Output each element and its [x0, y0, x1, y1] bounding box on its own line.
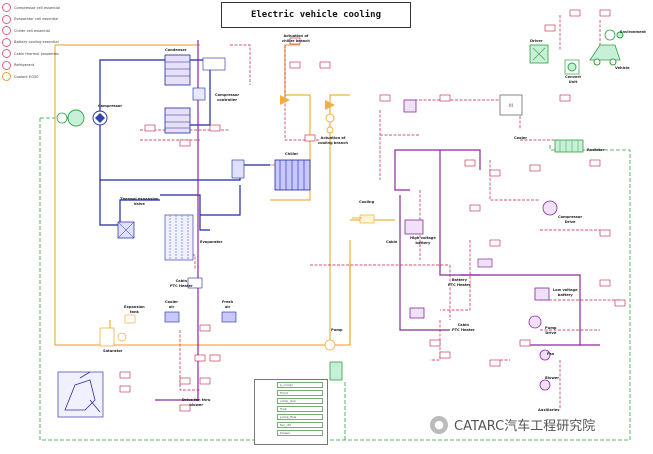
label-vehicle: Vehicle — [615, 66, 630, 70]
legend-item: Chiller cell essential — [2, 25, 72, 37]
legend-dot-icon — [2, 49, 11, 59]
refrigerant-block-icon — [164, 87, 206, 134]
vehicle-icon — [589, 44, 621, 66]
label-cabin-ptc-right: Cabin PTC Heater — [452, 323, 475, 332]
refrigerant-loop — [60, 59, 270, 231]
label-compressor-drive: Compressor Drive — [558, 215, 583, 224]
label-actuation-cooling: Actuation of cooling branch — [318, 136, 348, 145]
legend-dot-icon — [2, 3, 11, 13]
legend-item: Coolant EG50 — [2, 71, 72, 83]
control-panel: p_compr Tcmd comp_rpm Tcab pump_flow fan… — [254, 379, 328, 445]
svg-text:III: III — [509, 103, 513, 108]
electric-loop — [155, 40, 600, 401]
driver-icon — [529, 44, 549, 64]
label-expansion-tank: Expansion tank — [124, 305, 145, 314]
control-panel-row: blower — [277, 430, 323, 436]
watermark-text: CATARC汽车工程研究院 — [454, 419, 596, 434]
control-panel-row: pump_flow — [277, 414, 323, 420]
cabin-sketch-icon — [57, 371, 104, 418]
control-panel-row: Tcab — [277, 406, 323, 412]
label-cooler-air: Cooler air — [165, 300, 179, 309]
legend-dot-icon — [2, 37, 11, 47]
label-evaporator: Evaporator — [200, 240, 223, 244]
signal-boxes-icon — [119, 9, 626, 412]
pump-icon — [324, 339, 343, 381]
environment-icon — [604, 29, 624, 41]
label-fresh-air: Fresh air — [222, 300, 234, 309]
air-blocks-icon — [164, 311, 237, 323]
label-auxiliaries: Auxiliaries — [538, 408, 560, 412]
label-compressor-controller: Compressor controller — [215, 93, 240, 102]
saturator-icon — [99, 327, 127, 347]
label-cabin-ptc: Cabin PTC Heater — [170, 279, 193, 288]
legend-dot-icon — [2, 72, 11, 82]
converter-icon — [564, 59, 580, 75]
label-hv-battery: High voltage battery — [410, 236, 436, 245]
label-chiller: Chiller — [285, 152, 299, 156]
expansion-tank-icon — [124, 314, 136, 324]
legend-item: Compressor cell essential — [2, 2, 72, 14]
label-lv-battery: Low voltage battery — [553, 288, 578, 297]
control-panel-row: comp_rpm — [277, 398, 323, 404]
actuation-valves-icon — [280, 95, 335, 134]
label-converter: Convert Unit — [565, 75, 581, 84]
label-dual-fan: Drive fan thru blower — [182, 398, 211, 407]
convert-unit-icon: III — [499, 94, 523, 116]
label-condenser: Condenser — [165, 48, 187, 52]
control-panel-row: fan_ctrl — [277, 422, 323, 428]
legend-item: Refrigerant — [2, 60, 72, 72]
chiller-icon — [231, 159, 311, 191]
label-saturator: Saturator — [103, 349, 123, 353]
label-actuation-chiller: Actuation of chiller branch — [282, 34, 310, 43]
legend-item: Cabin thermal properties — [2, 48, 72, 60]
legend-item: Evaporator cell essential — [2, 14, 72, 26]
label-cable: Cable — [386, 240, 398, 244]
expansion-valve-icon — [117, 221, 135, 239]
cooling-icon — [352, 214, 375, 224]
control-panel-row: Tcmd — [277, 390, 323, 396]
diagram-title: Electric vehicle cooling — [221, 2, 411, 28]
label-compressor: Compressor — [98, 104, 123, 108]
label-fan: Fan — [547, 352, 555, 356]
legend-dot-icon — [2, 60, 11, 70]
label-blower: Blower — [545, 376, 559, 380]
label-cooling: Cooling — [359, 200, 375, 204]
label-pump: Pump — [331, 328, 343, 332]
legend-item: Battery cooling essential — [2, 37, 72, 49]
label-environment: Environment — [620, 30, 646, 34]
label-expansion-valve: Thermal expansion Valve — [120, 197, 159, 206]
evaporator-icon — [164, 214, 194, 261]
cabin-ptc-heater-icon — [187, 277, 203, 289]
wechat-icon: ● — [430, 415, 448, 434]
radiator-icon — [554, 139, 584, 153]
control-panel-row: p_compr — [277, 382, 323, 388]
compressor-icon — [56, 109, 108, 127]
label-radiator: Radiator — [587, 148, 605, 152]
label-battery-ptc: Battery PTC Heater — [448, 278, 471, 287]
label-driver: Driver — [530, 39, 543, 43]
legend: Compressor cell essential Evaporator cel… — [2, 2, 72, 83]
condenser-icon — [164, 54, 226, 86]
label-pump-drive: Pump Drive — [545, 326, 557, 335]
watermark: ● CATARC汽车工程研究院 — [430, 415, 595, 434]
legend-dot-icon — [2, 26, 11, 36]
electrical-components-icon — [403, 99, 558, 391]
green-dashed — [39, 117, 631, 441]
legend-dot-icon — [2, 14, 11, 24]
label-cooler: Cooler — [514, 136, 528, 140]
